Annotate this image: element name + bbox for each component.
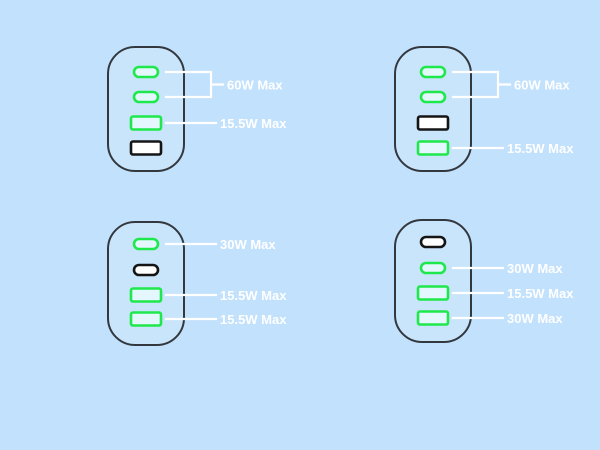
usb-c-port-active — [419, 261, 447, 275]
charger-body — [394, 46, 472, 172]
usb-a-port-active — [129, 287, 163, 303]
power-label: 15.5W Max — [220, 116, 287, 131]
usb-a-port-inactive — [416, 115, 450, 131]
power-label: 30W Max — [507, 261, 563, 276]
usb-a-port-inactive — [129, 140, 163, 156]
bracket-leader-line — [451, 70, 512, 99]
charger-3: 30W Max 15.5W Max 15.5W Max — [107, 221, 287, 346]
usb-c-port-active — [132, 65, 160, 79]
usb-c-port-active — [419, 90, 447, 104]
power-label: 15.5W Max — [220, 312, 287, 327]
bracket-leader-line — [164, 70, 225, 99]
power-label: 60W Max — [227, 78, 283, 93]
usb-a-port-active — [416, 140, 450, 156]
charger-2: 60W Max 15.5W Max — [394, 46, 574, 172]
charger-body — [107, 221, 185, 346]
power-label: 15.5W Max — [220, 288, 287, 303]
usb-c-port-inactive — [419, 235, 447, 249]
power-label: 30W Max — [220, 237, 276, 252]
power-label: 15.5W Max — [507, 286, 574, 301]
usb-a-port-active — [416, 285, 450, 301]
charger-1: 60W Max 15.5W Max — [107, 46, 287, 172]
usb-c-port-active — [132, 237, 160, 251]
charger-body — [394, 219, 472, 343]
usb-a-port-active — [129, 311, 163, 327]
charger-body — [107, 46, 185, 172]
usb-a-port-active — [416, 310, 450, 326]
usb-a-port-active — [129, 115, 163, 131]
usb-c-port-active — [132, 90, 160, 104]
charger-4: 30W Max 15.5W Max 30W Max — [394, 219, 574, 343]
power-label: 60W Max — [514, 78, 570, 93]
usb-c-port-inactive — [132, 263, 160, 277]
usb-c-port-active — [419, 65, 447, 79]
power-label: 15.5W Max — [507, 141, 574, 156]
power-label: 30W Max — [507, 311, 563, 326]
